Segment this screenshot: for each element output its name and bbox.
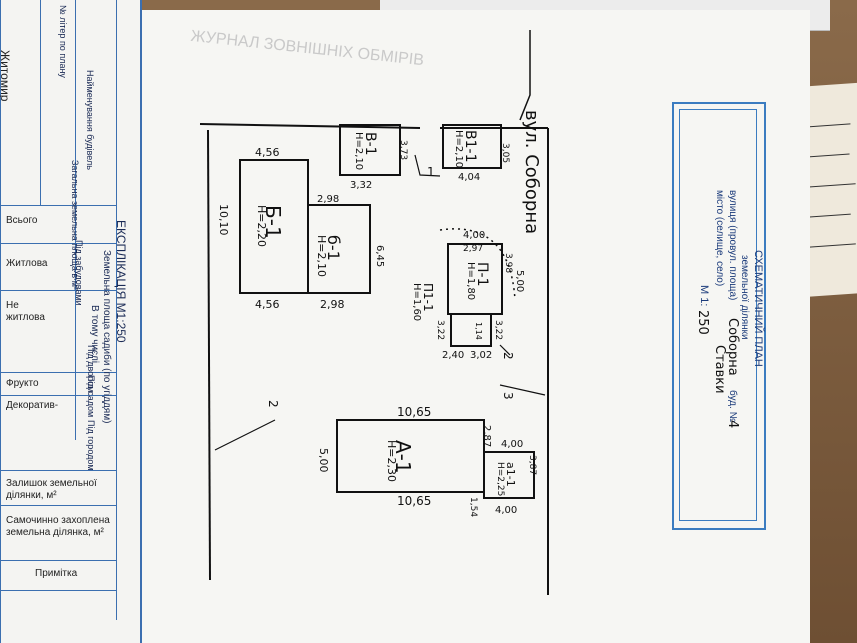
stamp-city-name: Ставки [712, 345, 727, 394]
dim-a1-left: 1,54 [468, 497, 478, 518]
building-v-label: В-1 [362, 132, 378, 156]
building-p1 [450, 313, 492, 347]
col-header-buildings: Під забудовами [74, 240, 84, 306]
side-text: Житомир [0, 50, 12, 102]
title-stamp [672, 102, 766, 530]
row-residential: Житлова [6, 258, 48, 269]
row-fruit: Фрукто [6, 378, 39, 389]
col-header-vegetable: Під городом [86, 420, 96, 471]
marker-2-right: 2 [501, 352, 515, 360]
dim-b-small-bottom: 2,98 [320, 298, 345, 311]
dim-v1-bottom: 4,04 [458, 172, 481, 183]
building-b-height: Н=2,20 [255, 205, 268, 247]
row-total: Всього [6, 215, 38, 226]
dim-b-small-top: 2,98 [317, 194, 340, 205]
dim-v-bottom: 3,32 [350, 180, 373, 191]
dim-p1-inner: 1,14 [474, 322, 483, 340]
stamp-scale-value: 250 [695, 310, 710, 335]
row-decorative: Декоратив- [6, 400, 59, 411]
dim-a-top: 10,65 [397, 405, 432, 419]
marker-3: 3 [501, 392, 515, 400]
building-v1-label: В1-1 [462, 130, 478, 163]
building-v1 [442, 124, 502, 169]
dotted-arc [439, 228, 516, 301]
row-seized: Самочинно захоплена земельна ділянка, м² [6, 515, 110, 538]
dim-p-street: 5,00 [514, 270, 525, 293]
stamp-scale-label: М 1: [698, 285, 710, 307]
plan-sheet: ЖУРНАЛ ЗОВНІШНІХ ОБМІРІВ [120, 10, 810, 643]
dim-b-bottom: 4,56 [255, 298, 280, 311]
dim-a-right: 2,87 [481, 425, 492, 448]
explication-table: ЕКСПЛІКАЦІЯ М1:250 Земельна площа садиби… [0, 0, 142, 643]
row-nonresidential: Не житлова [6, 300, 45, 323]
dim-p1-bottom-right: 3,02 [470, 350, 493, 361]
stamp-house-label: буд. № [727, 390, 738, 423]
dim-a1-top: 4,00 [501, 439, 524, 450]
stamp-street-name: Соборна [725, 318, 740, 376]
building-a1-label: а1-1 [504, 462, 517, 487]
dim-v-right: 3,73 [398, 140, 408, 161]
marker-2-left: 2 [266, 400, 280, 408]
dim-p1-right: 3,22 [493, 320, 503, 341]
stamp-subtitle: земельної ділянки [739, 255, 750, 340]
dim-v1-right: 3,05 [500, 143, 510, 164]
building-p-label: П-1 [474, 262, 490, 287]
row-note: Примітка [35, 568, 78, 579]
stamp-house-number: 4 [725, 420, 740, 429]
building-p-height: Н=1,80 [465, 262, 476, 301]
row-remaining: Залишок земельної ділянки, м² [6, 478, 97, 501]
lot-left-boundary [207, 129, 211, 581]
dim-a-side: 5,00 [317, 448, 330, 473]
dim-p1-bottom-left: 2,40 [442, 350, 465, 361]
dim-p-top: 4,00 [463, 230, 486, 241]
dim-a-bottom: 10,65 [397, 494, 432, 508]
stamp-street-prefix: вулиця (провул. площа) [727, 190, 738, 301]
building-v-height: Н=2,10 [353, 132, 364, 171]
section-line-2 [214, 419, 276, 451]
col-header-letter: № літер по плану [58, 5, 68, 78]
dim-b-left: 10,10 [217, 204, 230, 236]
lot-top-boundary [199, 123, 421, 129]
building-v [339, 124, 401, 176]
dim-b-top: 4,56 [255, 146, 280, 159]
dim-p1-left: 3,22 [435, 320, 445, 341]
building-p1-label: П1-1 [421, 283, 435, 312]
table-title: ЕКСПЛІКАЦІЯ М1:250 [114, 220, 128, 343]
building-v1-height: Н=2,10 [453, 130, 464, 169]
stamp-city-prefix: місто (селище, село) [714, 190, 725, 287]
section-line-1 [414, 154, 441, 177]
dim-a1-bottom: 4,00 [495, 505, 518, 516]
building-p1-height: Н=1,60 [411, 283, 422, 322]
col-header-name: Найменування будівель [85, 70, 95, 170]
building-a1 [483, 451, 535, 499]
marker-1: 1 [427, 165, 435, 179]
street-corner-line [519, 30, 531, 121]
building-a-height: Н=2,30 [385, 440, 398, 482]
dim-a1-side: 3,87 [527, 455, 537, 476]
table-area-title: Земельна площа садиби (по угіддям) [101, 250, 112, 424]
dim-b-right: 6,45 [374, 245, 385, 268]
title-stamp-inner [679, 109, 757, 521]
building-a1-height: Н=2,25 [495, 462, 505, 497]
building-b-small-height: Н=2,10 [315, 235, 328, 277]
stamp-title: СХЕМАТИЧНИЙ ПЛАН [752, 250, 764, 367]
street-label: вул. Соборна [521, 110, 542, 235]
col-header-garden: Під садом [86, 375, 96, 418]
dim-p-right: 3,98 [503, 253, 513, 274]
dim-p-inner: 2,97 [463, 244, 484, 254]
building-b-small [307, 204, 371, 294]
